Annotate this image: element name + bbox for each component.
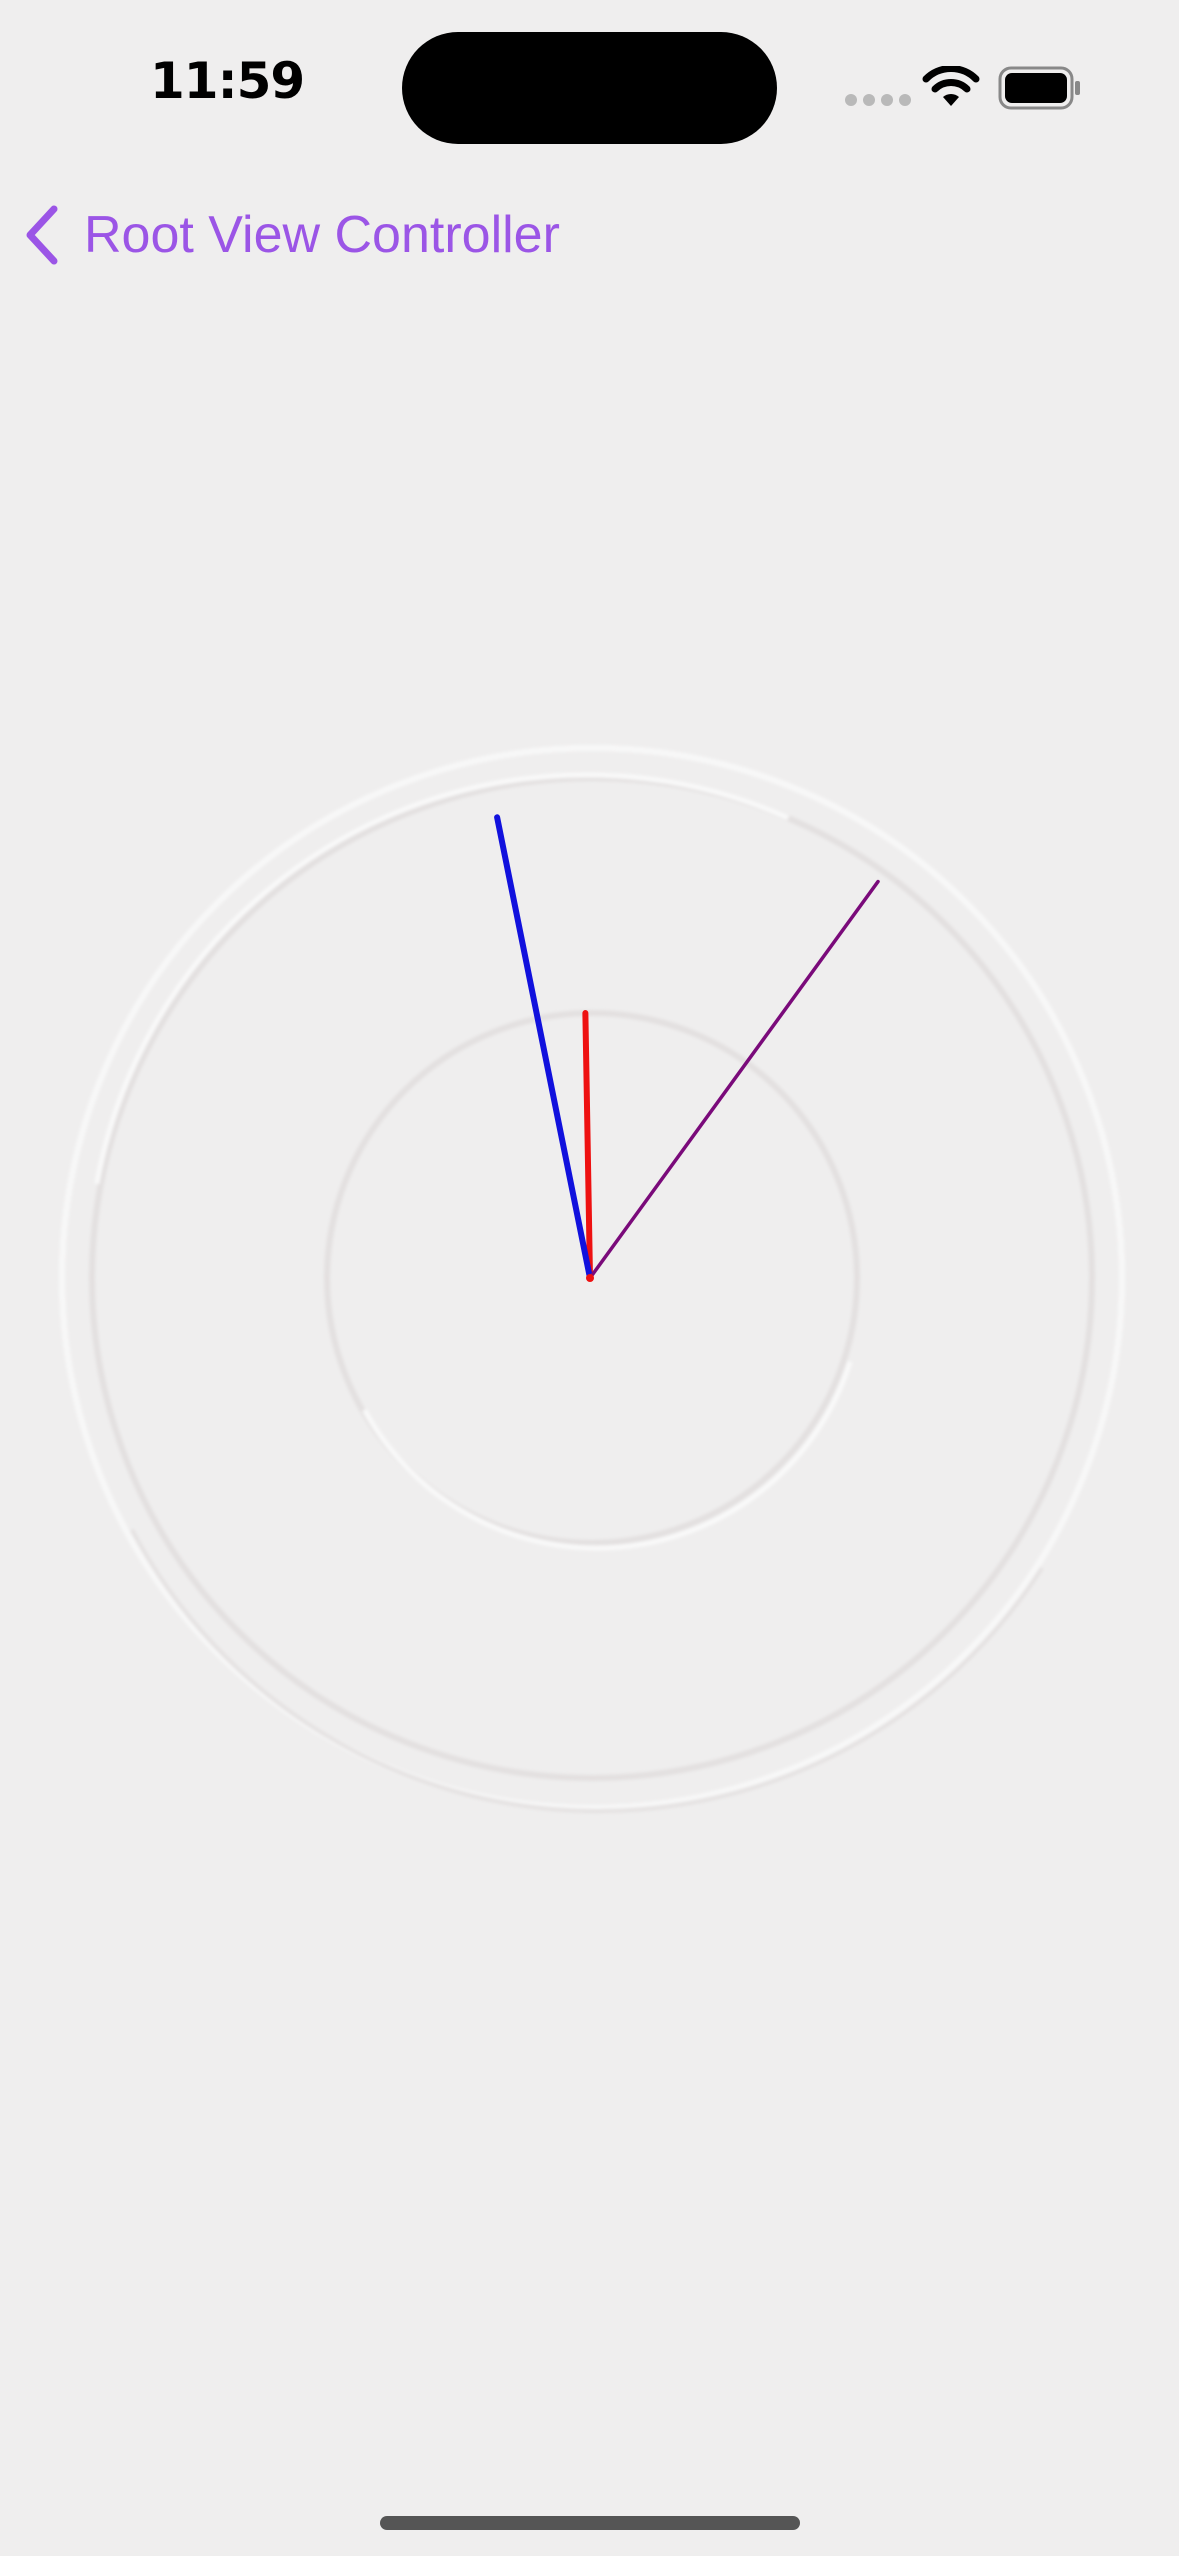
back-button-label: Root View Controller [84, 206, 560, 264]
second-hand [588, 879, 880, 1280]
home-indicator [380, 2516, 800, 2530]
status-time: 11:59 [150, 52, 305, 110]
dynamic-island [402, 32, 777, 144]
battery-icon [998, 66, 1080, 110]
wifi-icon [922, 66, 980, 106]
minute-hand [494, 814, 593, 1281]
clock-face [59, 745, 1127, 1813]
center-hub [586, 1274, 594, 1282]
back-button[interactable]: Root View Controller [20, 194, 560, 276]
navigation-bar: Root View Controller [0, 180, 1179, 290]
hour-hand [582, 1010, 593, 1281]
cellular-signal-icon [845, 94, 911, 106]
chevron-left-icon [26, 205, 58, 265]
status-bar: 11:59 [0, 0, 1179, 180]
